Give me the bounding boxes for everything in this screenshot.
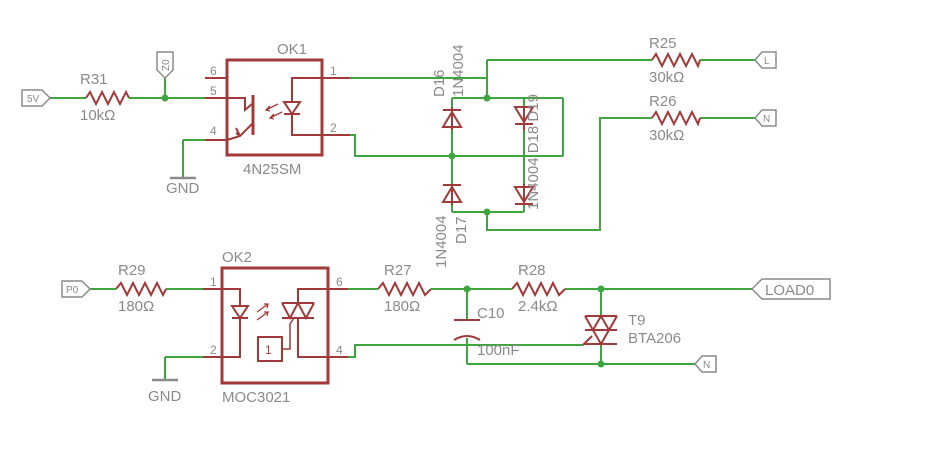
net-label-load0: LOAD0	[765, 282, 814, 299]
pin-number: 2	[330, 121, 337, 135]
pin-number: 4	[336, 343, 343, 357]
pin-number: 6	[336, 275, 343, 289]
resistor-value: 30kΩ	[649, 127, 684, 144]
resistor-name: R31	[80, 71, 108, 88]
net-port-l: L	[754, 51, 777, 69]
resistor-value: 10kΩ	[80, 107, 115, 124]
pin-number: 2	[210, 343, 217, 357]
optocoupler-ok1: 6 5 4 1 2 OK1 4N25SM	[205, 41, 350, 178]
resistor-name: R25	[649, 35, 677, 52]
net-port-n-bottom: N	[694, 355, 717, 373]
junction-dot	[597, 360, 605, 368]
overlapping-diode-labels: 1N4004 D18 D19	[525, 94, 542, 210]
resistor-value: 180Ω	[384, 298, 420, 315]
ground-label: GND	[166, 180, 200, 197]
diode-d17: D17 1N4004	[433, 184, 470, 268]
net-label-n-top: N	[763, 114, 770, 125]
resistor-r27: R27 180Ω	[377, 262, 432, 315]
component-value: 4N25SM	[243, 161, 301, 178]
junction-dot	[448, 152, 456, 160]
junction-dot	[483, 208, 491, 216]
net-port-z0: Z0	[156, 51, 174, 80]
zero-cross-mark: 1	[265, 343, 272, 357]
net-label-z0: Z0	[161, 59, 172, 71]
resistor-name: R29	[118, 262, 146, 279]
net-label-n-bottom: N	[703, 360, 710, 371]
component-value: MOC3021	[222, 389, 290, 406]
resistor-value: 2.4kΩ	[518, 298, 558, 315]
capacitor-name: C10	[477, 305, 505, 322]
pin-number: 1	[210, 275, 217, 289]
resistor-name: R28	[518, 262, 546, 279]
net-label-5v: 5V	[27, 94, 40, 105]
ground-label: GND	[148, 388, 182, 405]
resistor-value: 180Ω	[118, 298, 154, 315]
resistor-r28: R28 2.4kΩ	[511, 262, 566, 315]
component-name: OK2	[222, 249, 252, 266]
net-port-p0: P0	[61, 280, 92, 298]
diode-name: D17	[453, 216, 470, 244]
net-port-n-top: N	[754, 109, 777, 127]
pin-number: 6	[210, 64, 217, 78]
ground-symbol-1: GND	[166, 176, 200, 197]
diode-name: D16	[431, 69, 448, 97]
pin-number: 1	[330, 64, 337, 78]
triac-value: BTA206	[628, 330, 681, 347]
resistor-name: R27	[384, 262, 412, 279]
capacitor-c10: C10 100nF	[453, 305, 520, 359]
resistor-value: 30kΩ	[649, 69, 684, 86]
junction-dot	[597, 285, 605, 293]
net-label-l: L	[764, 56, 770, 67]
junction-dot	[483, 94, 491, 102]
resistor-r26: R26 30kΩ	[649, 93, 701, 144]
diode-d18	[513, 106, 535, 130]
resistor-r29: R29 180Ω	[115, 262, 167, 315]
diode-value: 1N4004	[450, 44, 467, 97]
net-port-load0: LOAD0	[750, 278, 831, 300]
triac-t9: T9 BTA206	[582, 312, 681, 347]
junction-dot	[463, 285, 471, 293]
junctions	[161, 94, 605, 368]
diode-d19	[513, 184, 535, 205]
capacitor-value: 100nF	[477, 342, 520, 359]
net-port-5v: 5V	[21, 89, 52, 107]
junction-dot	[161, 94, 169, 102]
optocoupler-ok2: 1 2 6 4 1 OK2 MOC3021	[203, 249, 348, 406]
ground-symbol-2: GND	[148, 378, 182, 405]
resistor-r31: R31 10kΩ	[80, 71, 130, 124]
resistor-r25: R25 30kΩ	[649, 35, 701, 86]
component-name: OK1	[277, 41, 307, 58]
resistor-name: R26	[649, 93, 677, 110]
diode-d16: D16 1N4004	[431, 44, 467, 130]
diode-value: 1N4004	[433, 215, 450, 268]
triac-name: T9	[628, 312, 646, 329]
pin-number: 4	[210, 124, 217, 138]
net-label-p0: P0	[66, 285, 79, 296]
pin-number: 5	[210, 84, 217, 98]
